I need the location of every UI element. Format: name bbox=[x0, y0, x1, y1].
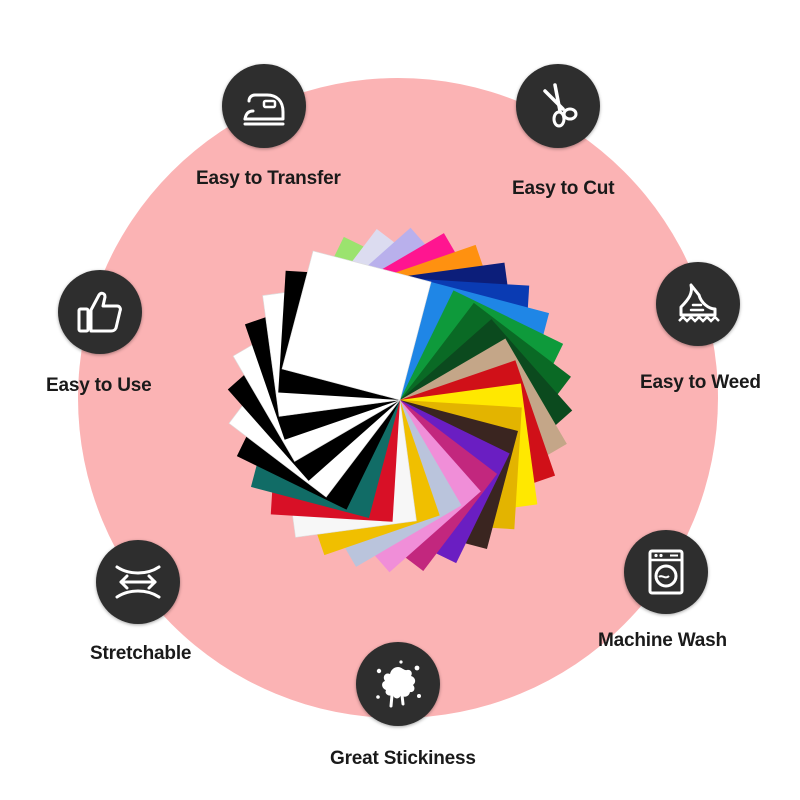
washing-machine-icon bbox=[648, 549, 684, 595]
feature-icon-easy-to-cut bbox=[516, 64, 600, 148]
thumbs-up-icon bbox=[77, 291, 122, 333]
feature-label-easy-to-use: Easy to Use bbox=[46, 375, 152, 396]
feature-icon-easy-to-use bbox=[58, 270, 142, 354]
feature-label-stretchable: Stretchable bbox=[90, 643, 192, 664]
feature-icon-machine-wash bbox=[624, 530, 708, 614]
feature-icon-easy-to-transfer bbox=[222, 64, 306, 148]
feature-label-easy-to-transfer: Easy to Transfer bbox=[196, 168, 341, 189]
feature-label-easy-to-cut: Easy to Cut bbox=[512, 178, 615, 199]
weeding-tool-icon bbox=[678, 283, 720, 323]
splash-icon bbox=[376, 660, 421, 708]
scissors-icon bbox=[543, 83, 578, 128]
feature-icon-great-stickiness bbox=[356, 642, 440, 726]
feature-icon-easy-to-weed bbox=[656, 262, 740, 346]
vinyl-sheet bbox=[281, 250, 432, 401]
iron-icon bbox=[243, 93, 285, 126]
feature-label-machine-wash: Machine Wash bbox=[598, 630, 727, 651]
stretch-arrows-icon bbox=[115, 565, 161, 599]
feature-icon-stretchable bbox=[96, 540, 180, 624]
feature-label-great-stickiness: Great Stickiness bbox=[330, 748, 476, 769]
feature-label-easy-to-weed: Easy to Weed bbox=[640, 372, 761, 393]
